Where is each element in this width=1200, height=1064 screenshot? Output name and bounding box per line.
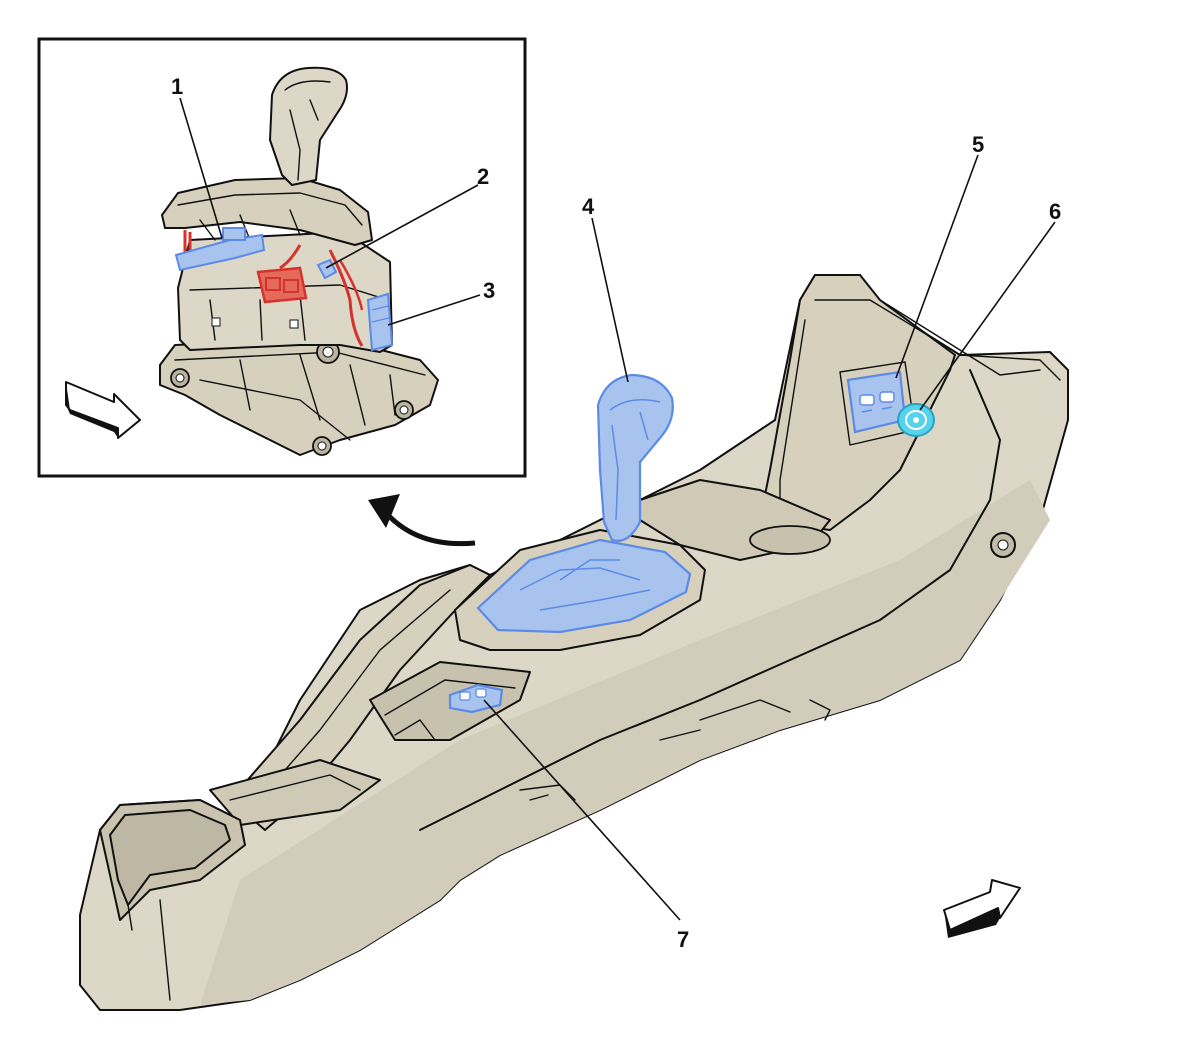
callout-4: 4 <box>582 194 595 219</box>
console-side-panel <box>200 480 1050 1005</box>
callout-2: 2 <box>477 164 489 189</box>
leader-7 <box>483 699 681 921</box>
leader-6 <box>919 221 1056 411</box>
center-console: 4 5 6 7 <box>79 132 1069 1011</box>
front-cup-holder <box>99 799 246 1001</box>
shifter-bezel <box>161 177 373 246</box>
forward-arrow-icon <box>65 381 141 439</box>
shifter-base <box>159 337 439 456</box>
leader-5 <box>895 154 979 379</box>
leader-4 <box>591 217 629 383</box>
curved-arrow-icon <box>368 494 476 547</box>
callout-5: 5 <box>972 132 984 157</box>
park-lock-solenoid <box>174 227 266 272</box>
forward-arrow-icon <box>943 879 1021 938</box>
leader-1 <box>179 97 223 239</box>
leader-2 <box>325 184 479 269</box>
callout-3: 3 <box>483 278 495 303</box>
inset-shift-knob <box>269 66 348 186</box>
power-outlet <box>897 403 935 437</box>
leader-3 <box>387 294 481 326</box>
shifter-bezel-main <box>454 529 706 651</box>
callout-1: 1 <box>171 74 183 99</box>
inset-detail-view: 1 2 3 <box>37 37 527 478</box>
rear-cup-holder <box>749 525 831 555</box>
callout-6: 6 <box>1049 199 1061 224</box>
shift-knob <box>596 373 674 542</box>
shifter-control-module <box>366 292 394 352</box>
callout-7: 7 <box>677 927 689 952</box>
red-connector <box>256 266 308 304</box>
